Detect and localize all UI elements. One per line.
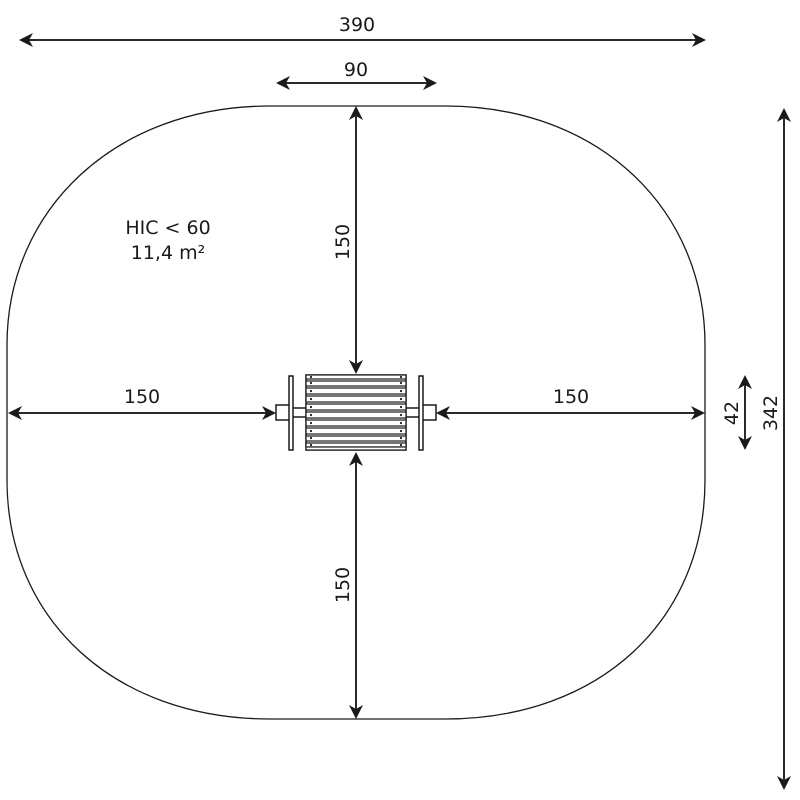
arrow-down-icon (738, 436, 752, 450)
arrow-down-icon (349, 705, 363, 719)
drum-slats (305, 374, 407, 451)
right-end-plate (418, 375, 424, 451)
overall-depth-label: 342 (760, 395, 782, 431)
arrow-left-icon (436, 406, 450, 420)
equipment-depth-label: 42 (721, 401, 743, 425)
arrow-left-icon (19, 33, 33, 47)
arrow-up-icon (349, 452, 363, 466)
arrow-down-icon (777, 776, 791, 790)
arrow-right-icon (692, 33, 706, 47)
arrow-left-icon (8, 406, 22, 420)
left-clearance-dimension: 150 (8, 386, 276, 420)
right-bearing-box (421, 404, 437, 421)
right-clearance-dimension: 150 (436, 386, 705, 420)
equipment-width-label: 90 (344, 59, 368, 81)
top-clearance-dimension: 150 (332, 106, 363, 374)
hic-label: HIC < 60 (125, 217, 210, 239)
arrow-up-icon (777, 108, 791, 122)
arrow-right-icon (262, 406, 276, 420)
arrow-right-icon (691, 406, 705, 420)
area-label: 11,4 m² (131, 242, 205, 264)
overall-width-label: 390 (339, 14, 375, 36)
arrow-up-icon (349, 106, 363, 120)
bottom-clearance-dimension: 150 (332, 452, 363, 719)
arrow-right-icon (423, 76, 437, 90)
left-end-plate (288, 375, 294, 451)
overall-width-dimension: 390 (19, 14, 706, 47)
drum-bolts (309, 375, 403, 447)
right-clearance-label: 150 (553, 386, 589, 408)
arrow-down-icon (349, 360, 363, 374)
arrow-left-icon (276, 76, 290, 90)
rotating-drum-equipment (275, 374, 437, 451)
top-clearance-label: 150 (332, 224, 354, 260)
left-bearing-box (275, 404, 291, 421)
left-clearance-label: 150 (124, 386, 160, 408)
equipment-width-dimension: 90 (276, 59, 437, 90)
arrow-up-icon (738, 375, 752, 389)
safety-area-outline (6, 105, 706, 720)
equipment-depth-dimension: 42 (721, 375, 752, 450)
bottom-clearance-label: 150 (332, 567, 354, 603)
overall-depth-dimension: 342 (760, 108, 791, 790)
